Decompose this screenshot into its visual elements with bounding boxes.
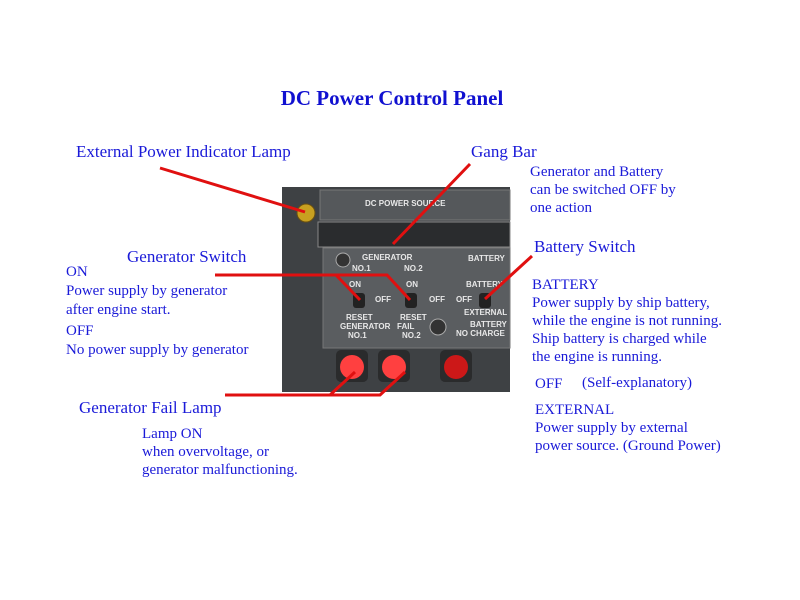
generator-switch-description: ON Power supply by generator after engine … [66, 263, 248, 360]
panel-label: FAIL [397, 322, 414, 331]
gang-bar [317, 221, 511, 248]
off-description: (Self-explanatory) [582, 375, 692, 391]
off-label: OFF [535, 376, 563, 392]
panel-label: ON [66, 264, 88, 280]
gang-bar-description: Generator and Battery can be switched OFF… [530, 163, 676, 217]
panel-label: BATTERY [468, 254, 506, 263]
panel-label: while the engine is not running. [532, 313, 722, 329]
panel-label: generator malfunctioning. [142, 462, 298, 478]
label-battery-switch: Battery Switch [534, 237, 636, 256]
panel-label: Generator and Battery [530, 164, 664, 180]
panel-label: OFF [456, 295, 472, 304]
panel-label: EXTERNAL [464, 308, 507, 317]
panel-label: NO CHARGE [456, 329, 506, 338]
panel-label: Power supply by generator [66, 283, 228, 299]
panel-label: ON [406, 280, 418, 289]
external-description: EXTERNAL Power supply by external power so… [535, 401, 721, 455]
panel-label: OFF [66, 323, 94, 339]
label-generator-fail-lamp: Generator Fail Lamp [79, 398, 222, 417]
panel-label: NO.2 [402, 331, 421, 340]
battery-no-charge-lamp [444, 355, 468, 379]
panel-label: ON [349, 280, 361, 289]
panel-label: OFF [429, 295, 445, 304]
panel-label: OFF [375, 295, 391, 304]
leader-lines [159, 162, 534, 397]
label-generator-switch: Generator Switch [127, 247, 247, 266]
panel-label: BATTERY [470, 320, 508, 329]
generator-2-fail-lamp [382, 355, 406, 379]
label-external-power-lamp: External Power Indicator Lamp [76, 142, 291, 161]
panel-label: NO.1 [348, 331, 367, 340]
panel-label: Lamp ON [142, 426, 203, 442]
generator-fail-description: Lamp ON when overvoltage, or generator mal… [142, 425, 298, 479]
panel-label: when overvoltage, or [142, 444, 270, 460]
panel-label: can be switched OFF by [530, 182, 676, 198]
panel-label: EXTERNAL [535, 402, 615, 418]
panel-label: the engine is running. [532, 349, 662, 365]
panel-label: GENERATOR [340, 322, 391, 331]
page-title: DC Power Control Panel [280, 86, 504, 110]
battery-switch-description: BATTERY Power supply by ship battery, whil… [532, 276, 722, 366]
panel-label: one action [530, 200, 593, 216]
panel-label: Ship battery is charged while [532, 331, 707, 347]
generator-1-fail-lamp [340, 355, 364, 379]
panel-header: DC POWER SOURCE [365, 199, 446, 208]
panel-label: Power supply by ship battery, [532, 295, 710, 311]
external-power-lamp [296, 203, 316, 223]
panel-label: BATTERY [466, 280, 504, 289]
label-gang-bar: Gang Bar [471, 142, 537, 161]
panel-label: after engine start. [66, 302, 171, 318]
panel-label: NO.2 [404, 264, 423, 273]
panel-label: RESET [346, 313, 373, 322]
panel-label: power source. (Ground Power) [535, 438, 721, 454]
panel-label: NO.1 [352, 264, 371, 273]
panel-label: RESET [400, 313, 427, 322]
panel-label: GENERATOR [362, 253, 413, 262]
panel-label: No power supply by generator [66, 342, 249, 358]
panel-label: BATTERY [532, 277, 599, 293]
panel-label: Power supply by external [535, 420, 688, 436]
